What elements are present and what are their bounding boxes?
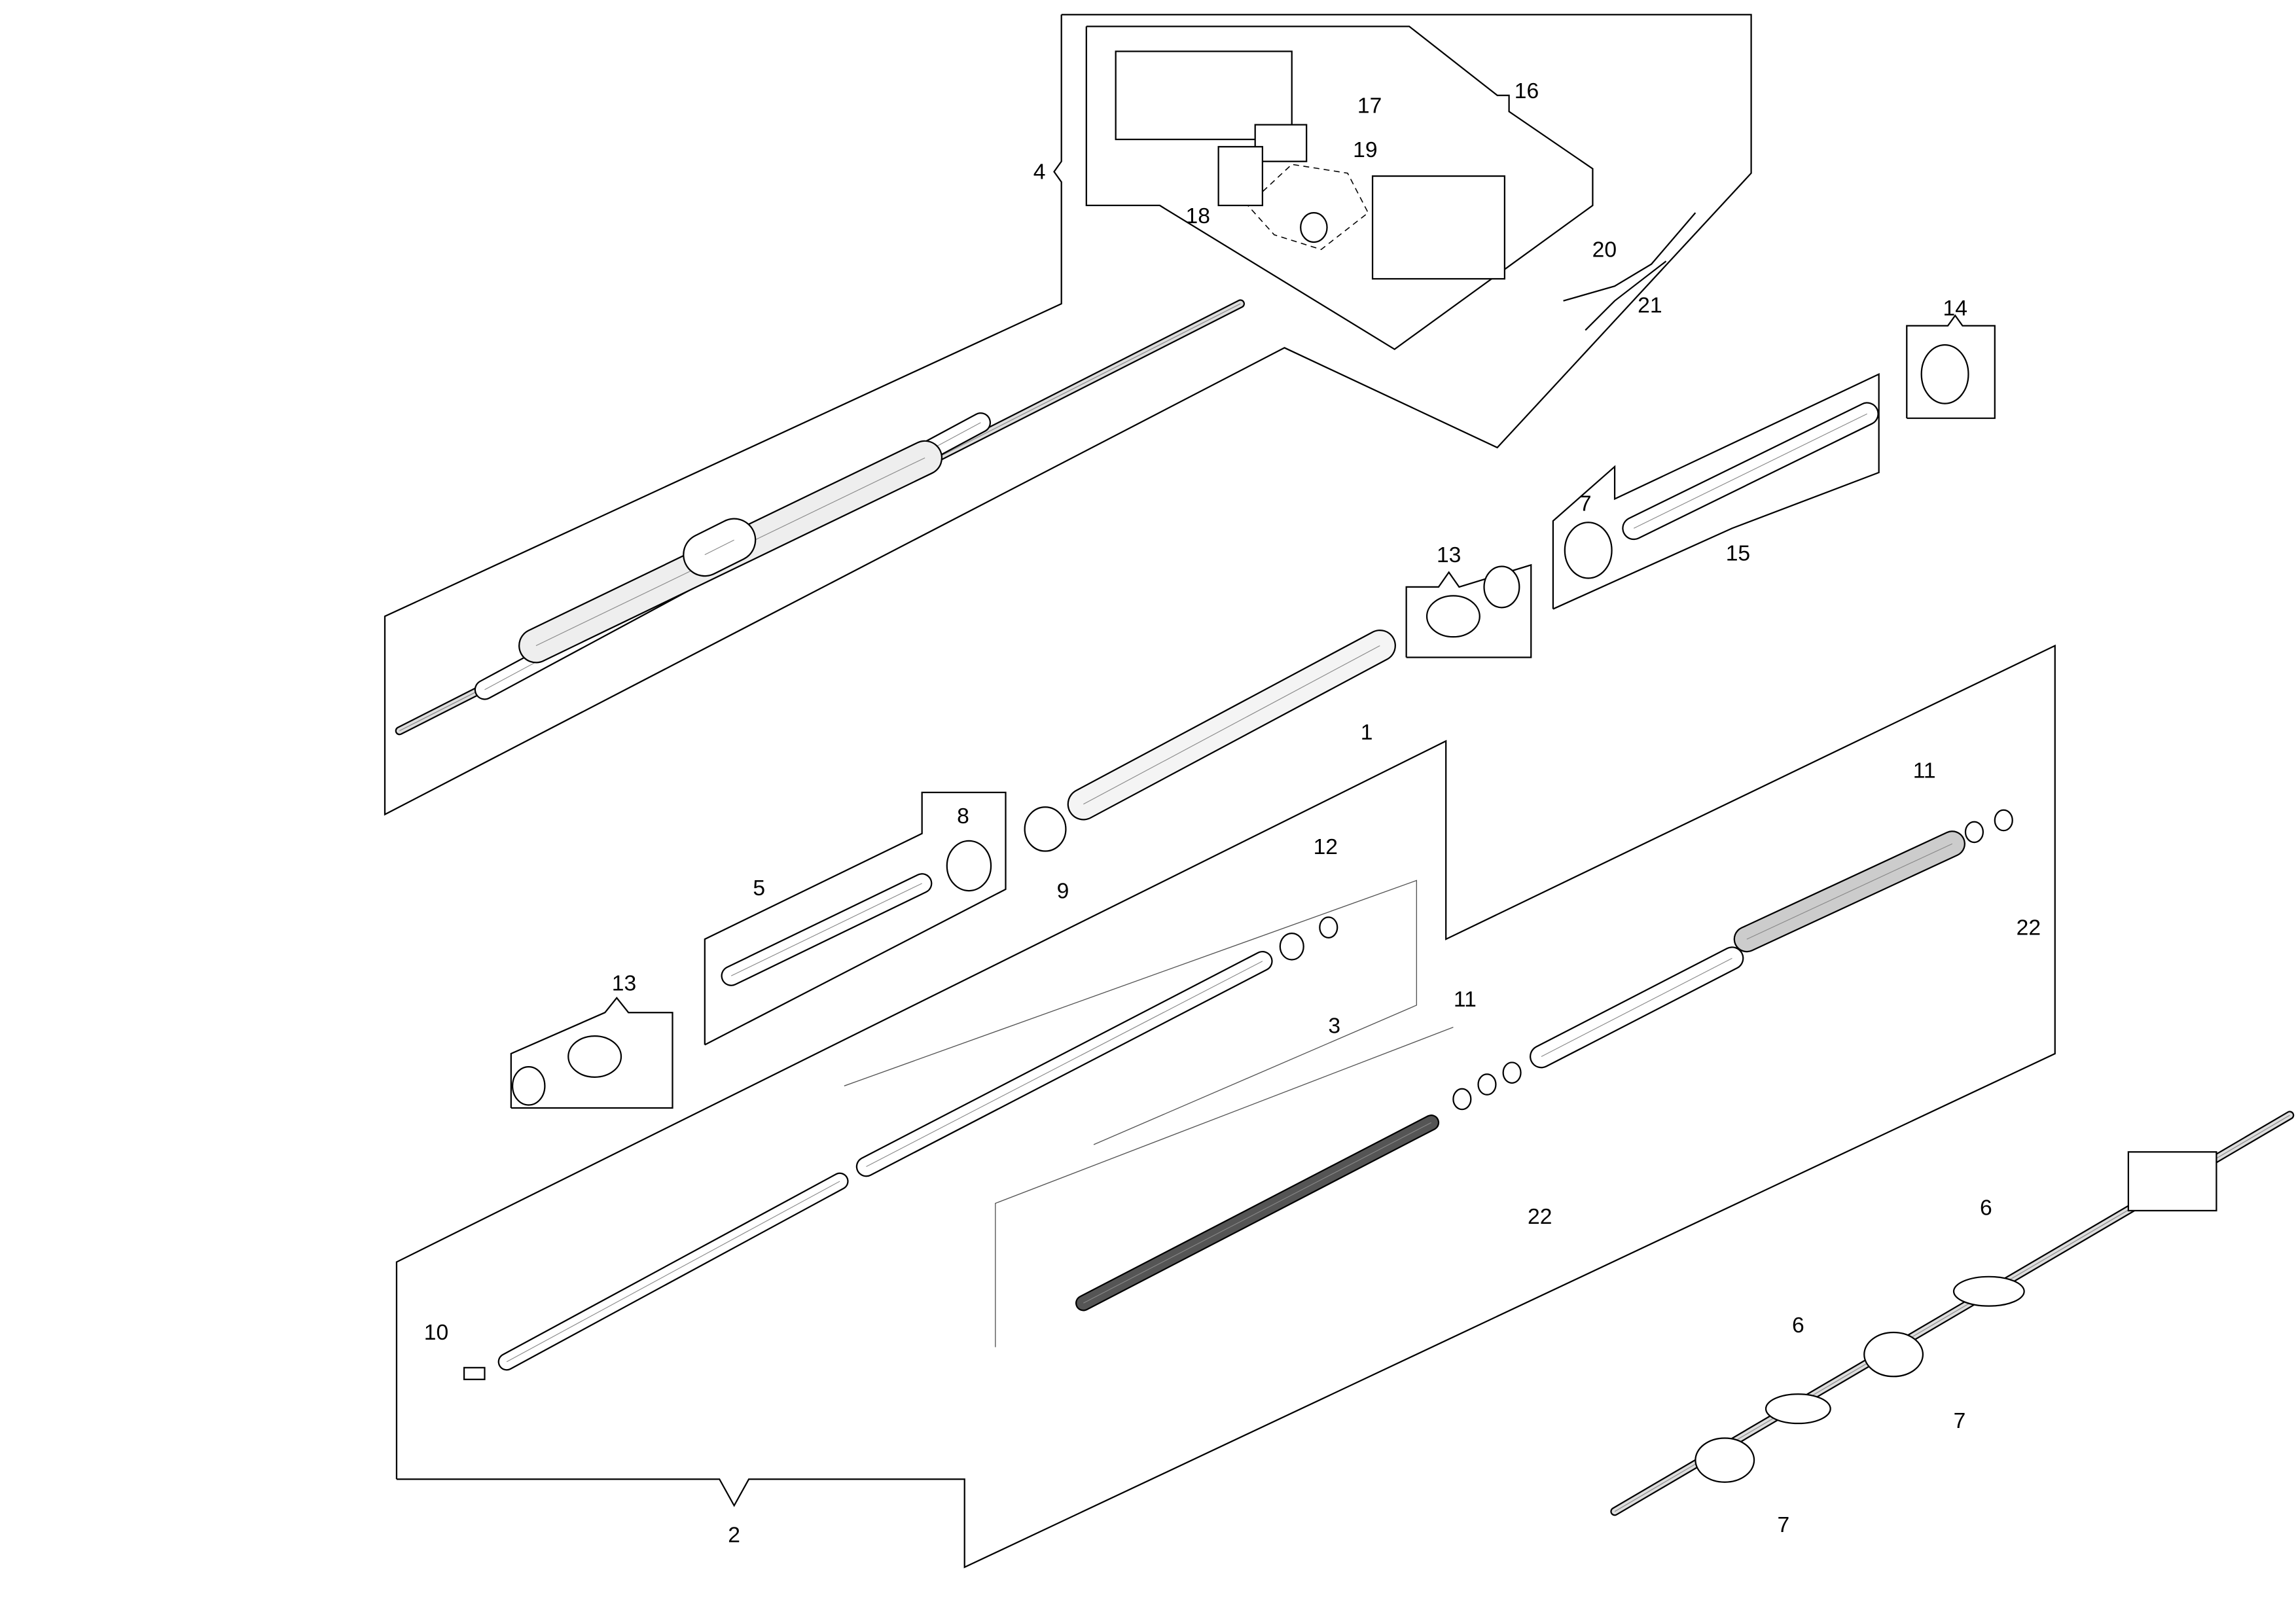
throttle-cable-20 [1563,212,1696,302]
tube-lower-right-highlight [1541,957,1732,1057]
callout-label-13: 13 [612,972,636,996]
connector-part-10 [463,1366,486,1380]
tube-part-upper-left [855,951,1273,1177]
callout-label-6: 6 [1980,1196,1992,1221]
callout-label-6: 6 [1792,1313,1804,1338]
callout-label-15: 15 [1726,542,1750,566]
callout-label-19: 19 [1353,138,1377,162]
group-4-boundary [384,14,1752,816]
callout-label-7: 7 [1579,491,1592,516]
callout-label-16: 16 [1515,79,1539,103]
group-14-boundary [1906,314,1996,419]
washer-part-22-a [1452,1088,1472,1111]
spring-part-6-lower [1765,1393,1831,1425]
splined-drive-shaft-highlight [1083,1122,1432,1304]
callout-label-18: 18 [1186,204,1210,228]
washer-part-22-right [1994,809,2013,832]
callout-label-21: 21 [1638,294,1662,318]
sleeve-part-3 [1279,932,1304,961]
callout-label-13: 13 [1437,543,1461,567]
callout-label-20: 20 [1592,238,1617,262]
knob-part-13-right [1483,565,1520,609]
splined-tube-right-highlight [1746,843,1953,940]
callout-label-7: 7 [1954,1409,1966,1433]
break-mark-upper-highlight [704,539,734,556]
callout-label-10: 10 [424,1321,448,1345]
throttle-trigger-17 [1254,124,1308,162]
tube-part-15 [1622,402,1879,541]
callout-label-4: 4 [1033,160,1046,185]
group-13-left-boundary [510,996,673,1109]
splined-drive-shaft [1075,1115,1440,1311]
tube-lower-left [497,1172,849,1371]
group-shaft-boundary [995,1026,1454,1347]
bracket-part-14 [1920,344,1969,404]
callout-label-11: 11 [1454,988,1477,1012]
spring-part-6-upper [1952,1275,2025,1307]
tube-lower-right [1530,946,1744,1069]
tube-part-1 [1067,629,1396,821]
ring-part-11-right [1964,821,1984,844]
callout-label-8: 8 [957,804,969,829]
washer-part-22-b [1502,1061,1522,1084]
sleeve-part-7-upper [1863,1331,1924,1378]
group-19-boundary [1247,164,1369,251]
clamp-part-13-right [1426,595,1480,638]
bracket-part-18 [1217,146,1264,207]
callout-label-1: 1 [1361,721,1373,745]
tube-part-5 [721,873,933,986]
callout-label-3: 3 [1328,1014,1340,1039]
sleeve-part-7-lower [1695,1437,1755,1483]
tube-part-1-highlight [1083,645,1380,805]
callout-label-22: 22 [1528,1205,1552,1229]
callout-label-11: 11 [1913,758,1936,783]
group-2-boundary [395,644,2056,1569]
splined-tube-right [1733,830,1965,953]
callout-label-17: 17 [1357,94,1382,118]
handle-half-right [1371,175,1506,280]
callout-label-12: 12 [1314,835,1338,859]
clamp-ring-19 [1300,212,1328,243]
callout-label-14: 14 [1943,296,1967,321]
group-13-right-boundary [1405,563,1532,658]
collar-part-9 [1024,806,1067,852]
callout-label-7: 7 [1778,1513,1790,1537]
sleeve-part-8 [946,840,992,892]
tube-part-5-highlight [730,883,922,976]
callout-label-22: 22 [2017,916,2041,940]
callout-label-9: 9 [1057,879,1069,903]
group-3-boundary [844,880,1418,1145]
ring-part-11-left [1477,1073,1497,1096]
tube-part-upper-left-highlight [866,961,1263,1168]
group-15-boundary [1552,373,1880,610]
clamp-part-13-left [567,1035,622,1078]
stop-wire-21 [1585,260,1667,331]
callout-label-2: 2 [728,1524,740,1548]
tube-part-15-highlight [1633,413,1867,529]
group-16-boundary [1085,26,1594,351]
ring-part-12 [1319,916,1338,938]
callout-label-5: 5 [753,876,765,901]
knob-part-13-left [511,1066,546,1106]
tube-lower-left-highlight [506,1181,840,1363]
handle-housing-lower-right [2127,1151,2217,1212]
sleeve-part-7 [1564,522,1613,579]
break-mark-upper [683,518,757,577]
group-5-boundary [704,791,1007,1046]
